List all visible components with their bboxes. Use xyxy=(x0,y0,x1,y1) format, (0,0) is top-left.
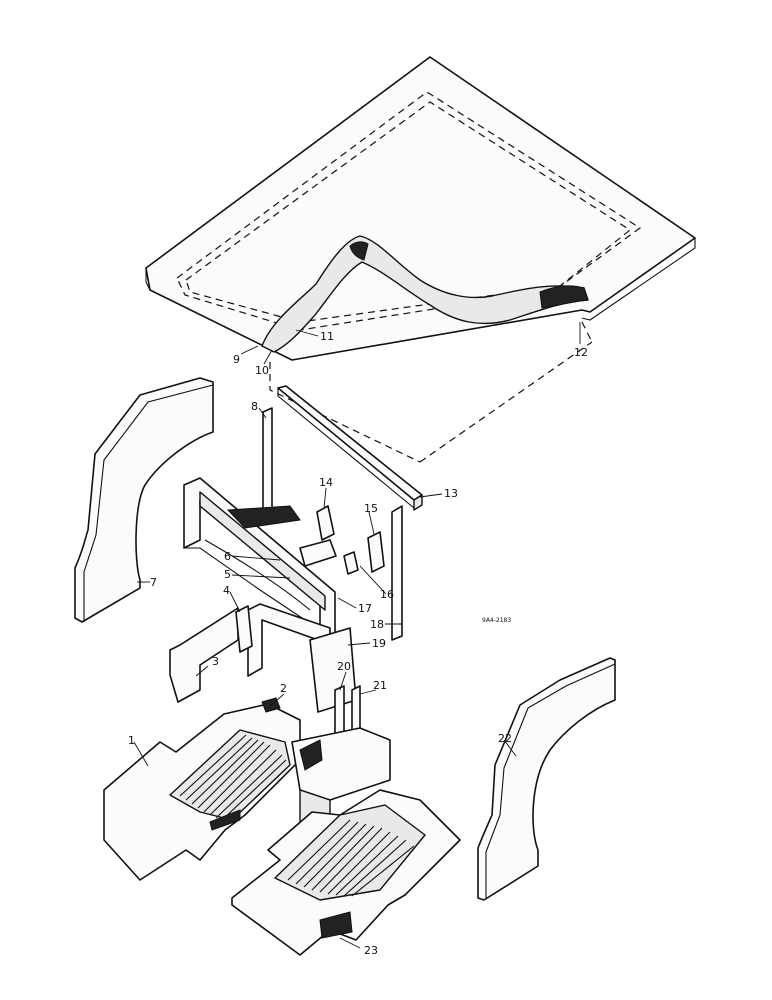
callout-10: 10 xyxy=(255,364,269,377)
callout-6: 6 xyxy=(224,550,231,563)
callout-7: 7 xyxy=(150,576,157,589)
callout-19: 19 xyxy=(372,637,386,650)
bracket-15 xyxy=(367,531,385,573)
callout-13: 13 xyxy=(444,487,458,500)
callout-22: 22 xyxy=(498,732,512,745)
right-post xyxy=(391,505,403,641)
right-side-panel xyxy=(477,657,616,901)
callout-17: 17 xyxy=(358,602,372,615)
callout-23: 23 xyxy=(364,944,378,957)
leader-lines xyxy=(133,322,581,949)
roof-panel xyxy=(145,56,696,463)
callout-5: 5 xyxy=(224,568,231,581)
callout-12: 12 xyxy=(574,346,588,359)
bracket-14 xyxy=(316,505,335,541)
rear-header xyxy=(277,385,423,511)
callout-15: 15 xyxy=(364,502,378,515)
callout-2: 2 xyxy=(280,682,287,695)
left-side-panel xyxy=(74,377,214,623)
callout-18: 18 xyxy=(370,618,384,631)
callout-21: 21 xyxy=(373,679,387,692)
rear-panel-assembly xyxy=(183,477,337,649)
right-floor-mat xyxy=(231,789,461,956)
callout-14: 14 xyxy=(319,476,333,489)
callout-1: 1 xyxy=(128,734,135,747)
callout-4: 4 xyxy=(223,584,230,597)
reference-code: 9A4-2183 xyxy=(482,617,511,624)
callout-9: 9 xyxy=(233,353,240,366)
callout-3: 3 xyxy=(212,655,219,668)
callout-labels: 1 2 3 4 5 6 7 8 9 10 11 12 13 14 15 16 1… xyxy=(128,330,588,957)
callout-11: 11 xyxy=(320,330,334,343)
left-lower-panel xyxy=(169,605,253,703)
callout-20: 20 xyxy=(337,660,351,673)
corner-post xyxy=(262,407,273,513)
bracket-16 xyxy=(343,551,359,575)
left-floor-mat xyxy=(103,697,301,881)
callout-16: 16 xyxy=(380,588,394,601)
center-console xyxy=(291,727,391,841)
callout-8: 8 xyxy=(251,400,258,413)
